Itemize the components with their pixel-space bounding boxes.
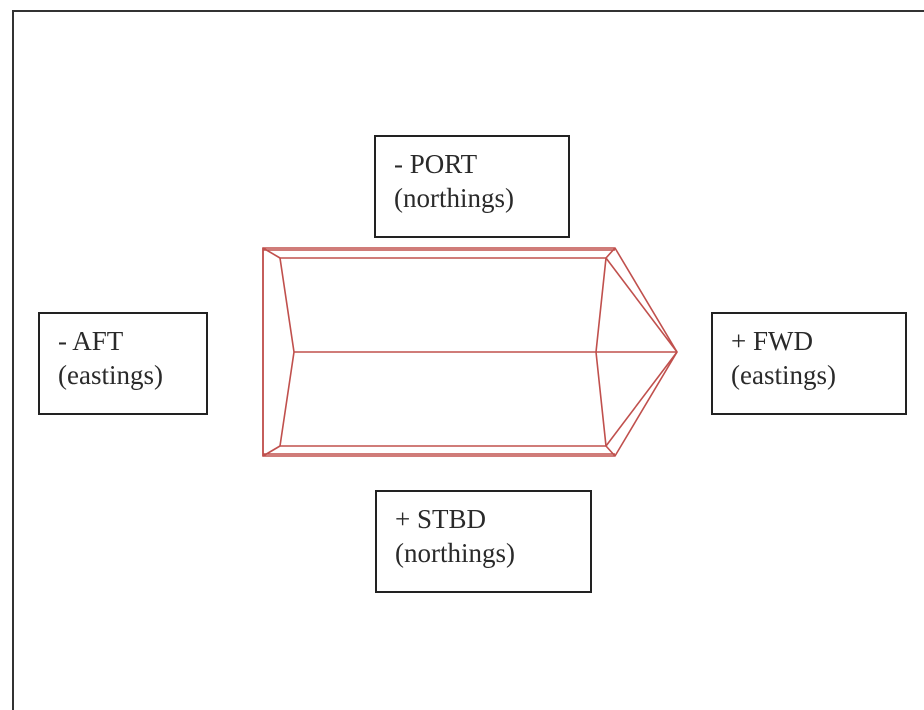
- vessel-bow-inner-bottom: [605, 351, 678, 447]
- vessel-arrow-icon: [262, 247, 678, 457]
- port-label-box: - PORT (northings): [374, 135, 570, 238]
- fwd-sign-label: + FWD: [731, 326, 813, 356]
- diagram-canvas: - PORT (northings) - AFT (eastings) + FW…: [12, 10, 924, 710]
- stbd-axis-label: (northings): [395, 538, 515, 568]
- stbd-label-box: + STBD (northings): [375, 490, 592, 593]
- vessel-bow-top-edge: [605, 247, 616, 259]
- stbd-sign-label: + STBD: [395, 504, 486, 534]
- vessel-stern-top-edge: [262, 247, 281, 259]
- aft-sign-label: - AFT: [58, 326, 124, 356]
- fwd-label-box: + FWD (eastings): [711, 312, 907, 415]
- port-axis-label: (northings): [394, 183, 514, 213]
- fwd-axis-label: (eastings): [731, 360, 836, 390]
- vessel-stern-bottom-edge: [262, 445, 281, 457]
- vessel-bow-inner-top: [605, 257, 678, 353]
- vessel-bow-bottom-edge: [605, 445, 616, 457]
- aft-axis-label: (eastings): [58, 360, 163, 390]
- port-sign-label: - PORT: [394, 149, 478, 179]
- diagram-frame: [12, 10, 924, 710]
- aft-label-box: - AFT (eastings): [38, 312, 208, 415]
